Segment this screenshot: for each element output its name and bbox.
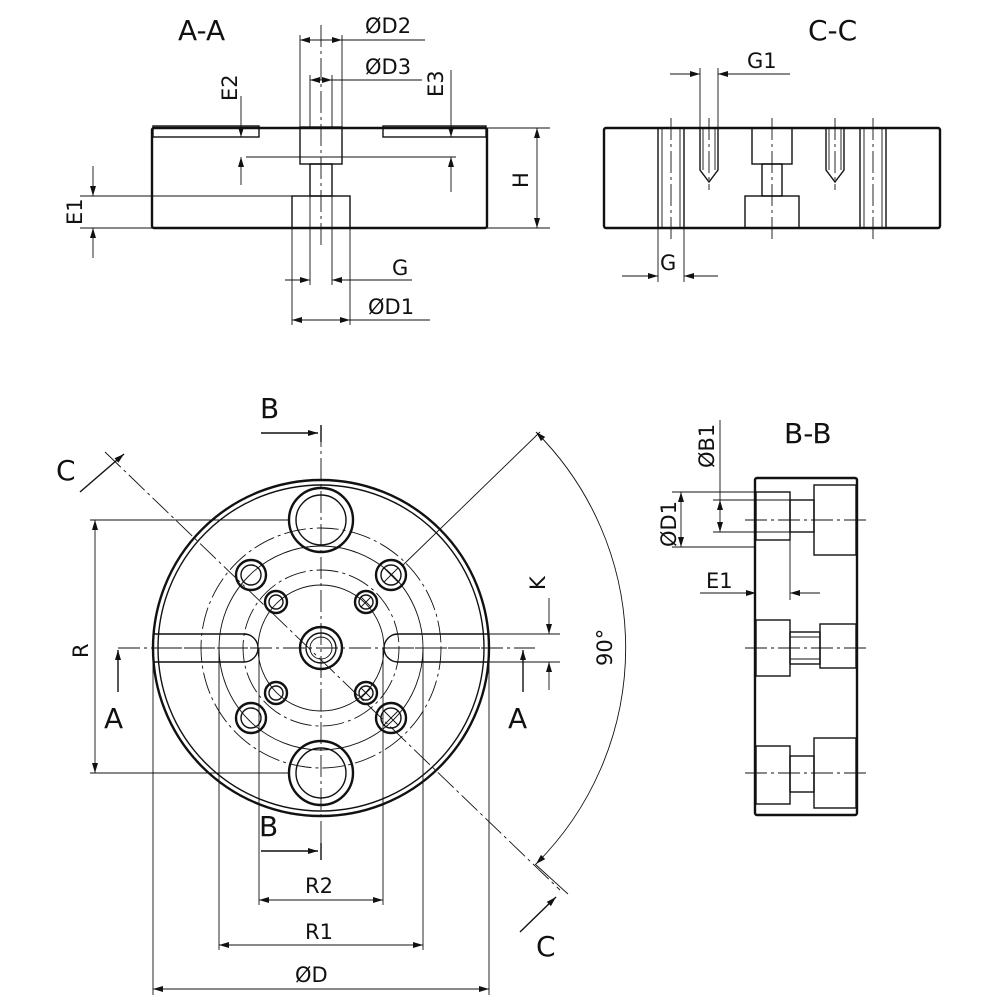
b-b-body bbox=[753, 476, 859, 817]
label-r2: R2 bbox=[305, 874, 333, 898]
label-r: R bbox=[69, 643, 93, 658]
label-c-top: C bbox=[56, 454, 76, 487]
label-k: K bbox=[526, 575, 550, 590]
label-e1-bb: E1 bbox=[706, 569, 733, 593]
label-d3: ØD3 bbox=[365, 55, 411, 79]
section-b-b-title: B-B bbox=[784, 417, 832, 450]
label-angle: 90° bbox=[593, 629, 617, 666]
label-g-aa: G bbox=[392, 256, 408, 280]
outer-holes bbox=[234, 558, 408, 735]
inner-holes bbox=[263, 589, 379, 706]
section-a-a-title: A-A bbox=[178, 14, 225, 47]
label-d1-aa: ØD1 bbox=[368, 295, 414, 319]
label-c-bottom: C bbox=[536, 930, 556, 963]
label-e1-aa: E1 bbox=[63, 198, 87, 225]
label-d1-bb: ØD1 bbox=[657, 501, 681, 547]
label-b-top: B bbox=[260, 392, 279, 425]
slot-right bbox=[383, 633, 489, 663]
label-e2: E2 bbox=[218, 74, 242, 101]
section-a-a: A-A ØD2 ØD3 E2 E3 H bbox=[63, 14, 550, 325]
label-d: ØD bbox=[295, 963, 328, 987]
label-g-cc: G bbox=[660, 251, 676, 275]
label-h: H bbox=[509, 172, 533, 188]
label-a-right: A bbox=[508, 702, 527, 735]
label-a-left: A bbox=[104, 702, 123, 735]
label-e3: E3 bbox=[424, 70, 448, 97]
slot-left bbox=[153, 633, 259, 663]
label-b-bottom: B bbox=[259, 810, 278, 843]
label-g1: G1 bbox=[747, 49, 777, 73]
section-b-b: B-B ØB1 ØD1 E1 bbox=[657, 417, 868, 817]
section-c-c: C-C G1 G bbox=[602, 14, 942, 282]
plan-view: B B C C A A R K 90° R2 bbox=[56, 392, 627, 995]
section-c-c-title: C-C bbox=[808, 14, 857, 47]
a-a-body bbox=[150, 126, 489, 230]
label-b1: ØB1 bbox=[695, 424, 719, 468]
label-d2: ØD2 bbox=[365, 14, 411, 38]
center-hole bbox=[298, 625, 344, 671]
label-r1: R1 bbox=[305, 920, 333, 944]
